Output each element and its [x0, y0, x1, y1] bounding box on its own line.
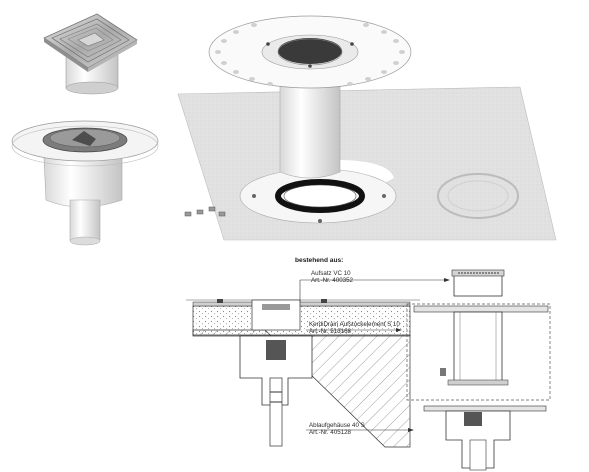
leader-lines: [299, 278, 450, 432]
grate-attachment-photo: [43, 13, 138, 95]
part-number: Art.-Nr. 513168: [309, 328, 351, 336]
part-attachment-drawing: [451, 269, 505, 297]
part-number: Art.-Nr. 405128: [309, 429, 351, 437]
part-label-drain-body: Ablaufgehäuse 40 S Art.-Nr. 405128: [309, 422, 365, 437]
part-name: KerdiDrain Aufstockelement S 10: [309, 321, 400, 328]
part-label-riser: KerdiDrain Aufstockelement S 10 Art.-Nr.…: [309, 321, 400, 336]
drain-body-photo: [11, 120, 159, 246]
part-name: Aufsatz VC 10: [311, 270, 351, 277]
components-heading: bestehend aus:: [295, 257, 344, 264]
part-drain-body-drawing: [423, 405, 547, 471]
section-drawing: [186, 299, 420, 448]
part-label-attachment: Aufsatz VC 10 Art.-Nr. 400352: [311, 270, 353, 285]
part-riser-drawing: [413, 305, 549, 386]
exploded-view-box: [406, 303, 551, 401]
part-name: Ablaufgehäuse 40 S: [309, 422, 365, 429]
part-number: Art.-Nr. 400352: [311, 277, 353, 285]
sealing-membrane-photo: [177, 15, 557, 241]
